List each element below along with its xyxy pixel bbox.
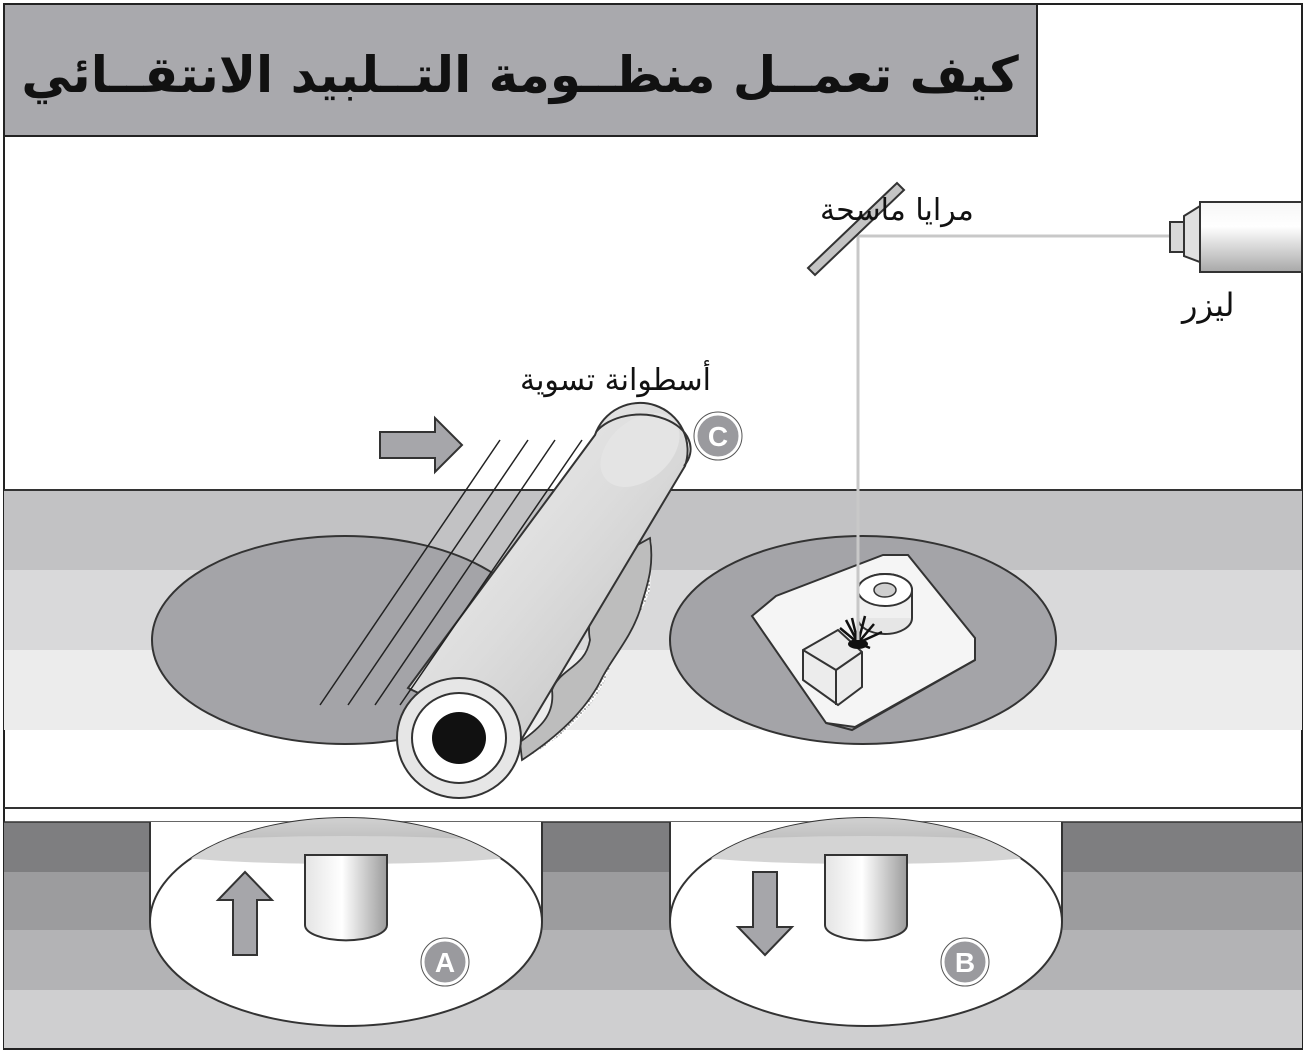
title-bar: كيف تعمــل منظــومة التــلبيد الانتقــائ…: [3, 3, 1038, 137]
arrow-right-icon: [379, 415, 464, 475]
motion-lines: [319, 439, 583, 706]
scanning-mirror: [806, 181, 906, 277]
feed-piston-a: [149, 817, 543, 1027]
badge-c-label: C: [708, 421, 728, 452]
build-piston-b: [669, 817, 1063, 1027]
leveling-roller: [396, 401, 692, 799]
badge-c: C: [693, 411, 743, 461]
badge-b-label: B: [955, 947, 975, 978]
arrow-down-icon: [735, 871, 795, 957]
arrow-up-icon: [215, 870, 275, 956]
label-scanning-mirrors: مرايا ماسحة: [820, 193, 974, 228]
laser-beam: [856, 234, 1170, 640]
badge-a: A: [420, 937, 470, 987]
label-laser: ليزر: [1180, 286, 1235, 324]
label-leveling-roller: أسطوانة تسوية: [520, 359, 711, 398]
badge-a-label: A: [435, 947, 455, 978]
build-part: [750, 554, 976, 732]
page-title: كيف تعمــل منظــومة التــلبيد الانتقــائ…: [21, 46, 1019, 105]
badge-b: B: [940, 937, 990, 987]
laser-unit: [1169, 201, 1303, 273]
